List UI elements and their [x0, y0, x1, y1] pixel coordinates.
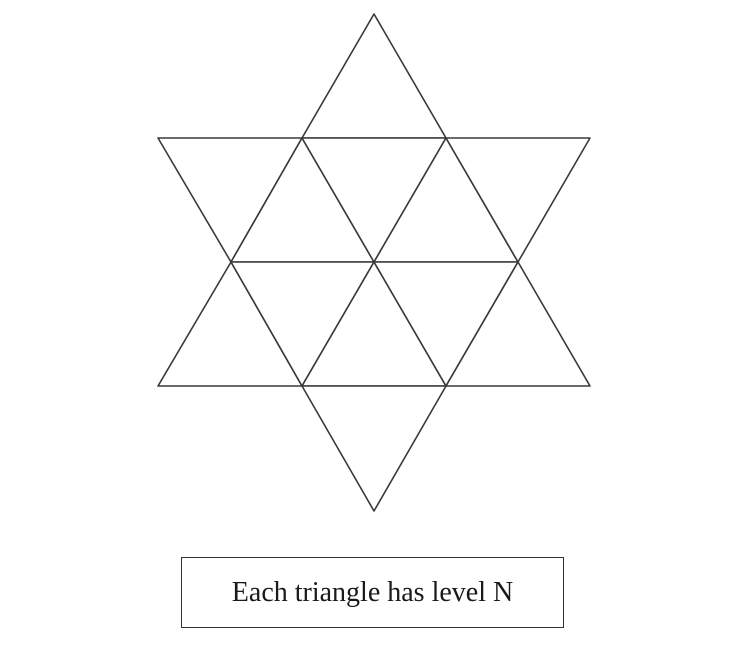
triangle-12 [301, 385, 447, 512]
triangle-11 [445, 261, 591, 387]
triangle-6 [445, 137, 591, 263]
caption-box: Each triangle has level N [181, 557, 564, 628]
triangle-1 [301, 13, 447, 139]
triangle-grid [157, 13, 591, 512]
caption-text: Each triangle has level N [231, 576, 514, 608]
